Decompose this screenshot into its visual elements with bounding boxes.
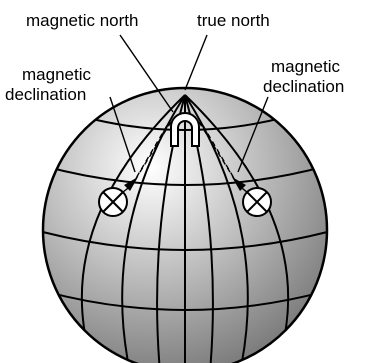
label-left-declination-line2: declination xyxy=(5,85,86,104)
label-right-declination-line1: magnetic xyxy=(271,57,340,76)
globe-icon xyxy=(35,88,335,363)
leader-true-north xyxy=(185,35,207,90)
label-magnetic-north: magnetic north xyxy=(26,11,138,30)
label-left-declination-line1: magnetic xyxy=(22,65,91,84)
label-right-declination-line2: declination xyxy=(263,77,344,96)
label-true-north: true north xyxy=(197,11,270,30)
